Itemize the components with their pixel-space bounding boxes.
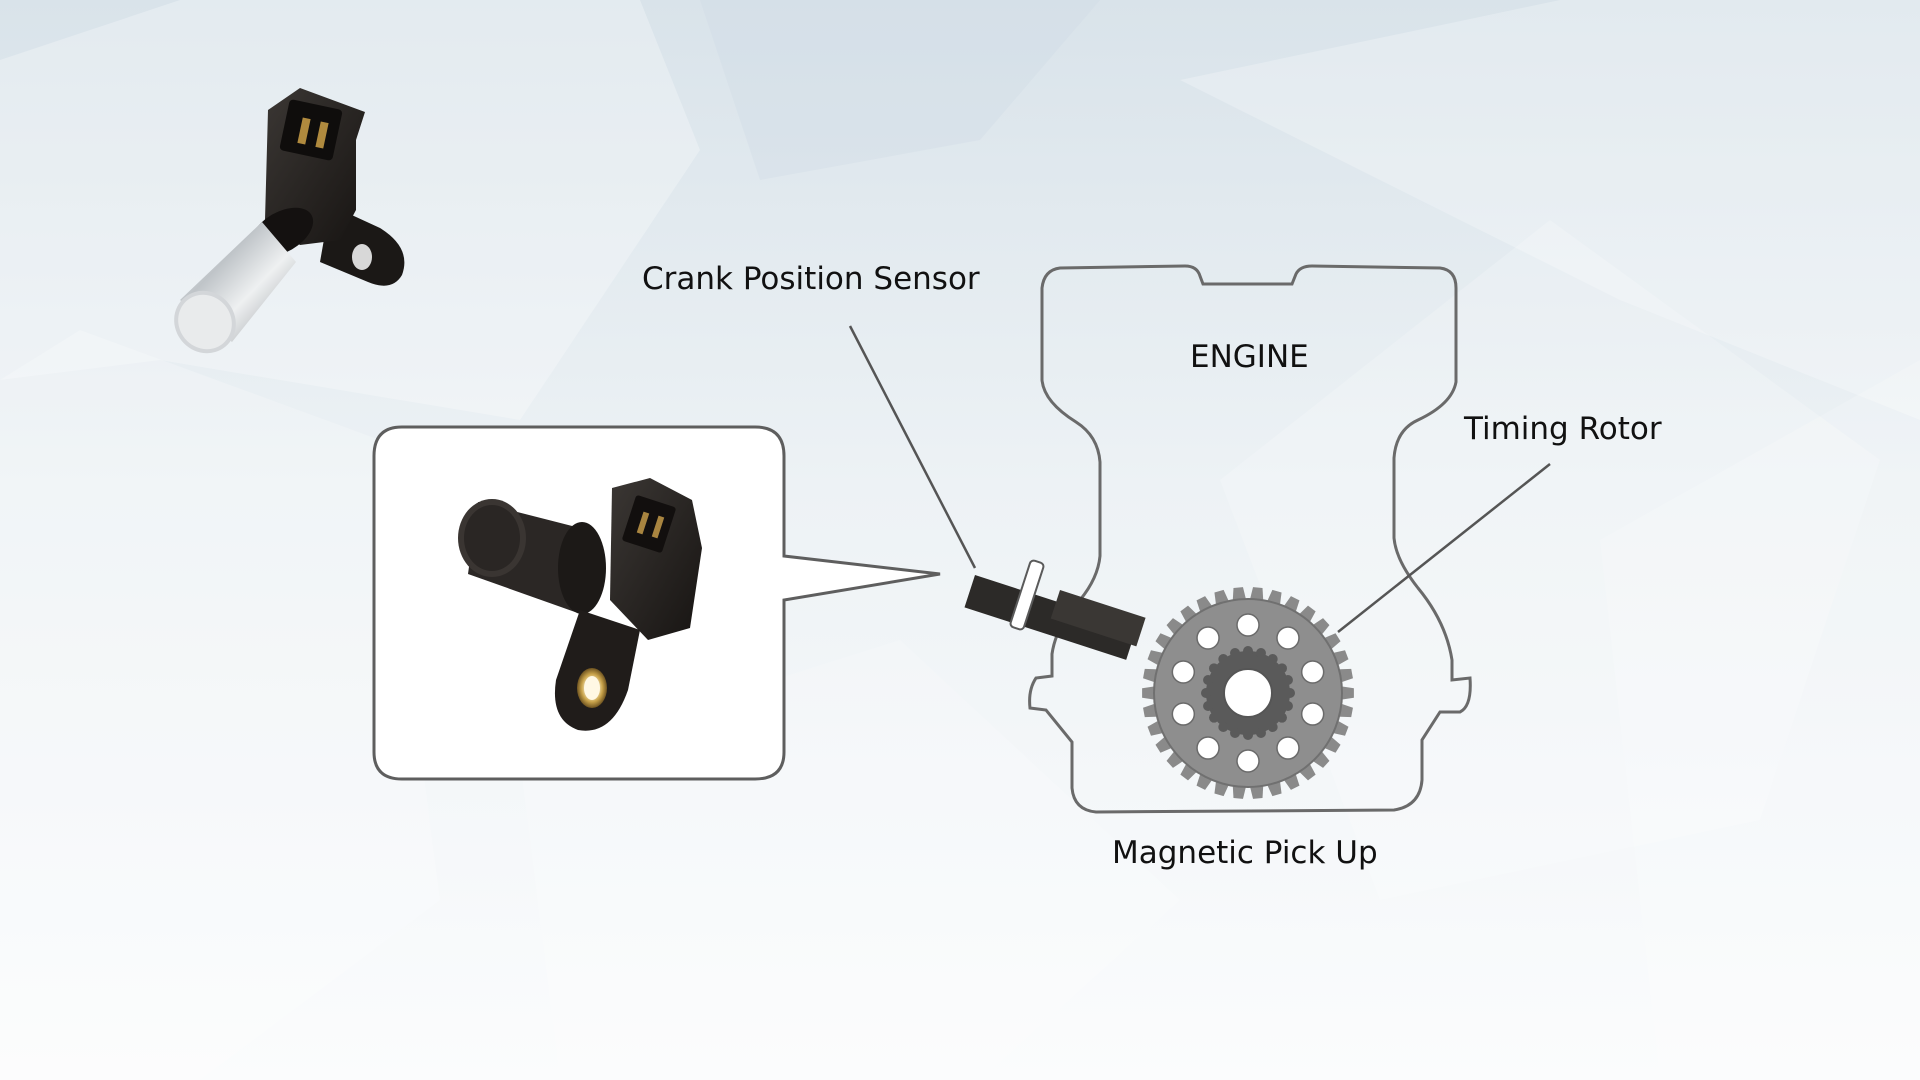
inner-gear-tooth bbox=[1209, 712, 1220, 723]
inner-gear-tooth bbox=[1218, 654, 1229, 665]
inner-gear-tooth bbox=[1203, 700, 1214, 711]
rotor-tooth bbox=[1311, 618, 1330, 637]
engine-outline bbox=[1028, 264, 1472, 814]
crank-position-sensor-label: Crank Position Sensor bbox=[642, 261, 980, 297]
rotor-tooth bbox=[1142, 686, 1157, 700]
inner-gear-tooth bbox=[1285, 688, 1295, 698]
timing-rotor-label: Timing Rotor bbox=[1464, 411, 1662, 447]
rotor-hole bbox=[1276, 736, 1300, 760]
inner-gear-tooth bbox=[1255, 727, 1266, 738]
inner-gear-tooth bbox=[1218, 721, 1229, 732]
rotor-tooth bbox=[1311, 749, 1330, 768]
inner-gear-tooth bbox=[1276, 712, 1287, 723]
rotor-tooth bbox=[1297, 605, 1316, 624]
rotor-hole bbox=[1196, 626, 1220, 650]
timing-rotor-leader-line bbox=[1337, 463, 1551, 633]
engine-label: ENGINE bbox=[1190, 339, 1309, 375]
rotor-tooth bbox=[1180, 605, 1199, 624]
crank-sensor-leader-line bbox=[848, 325, 977, 569]
rotor-tooth bbox=[1322, 735, 1341, 753]
rotor-tooth bbox=[1322, 633, 1341, 651]
inner-gear-tooth bbox=[1203, 675, 1214, 686]
rotor-tooth bbox=[1166, 618, 1185, 637]
inner-gear-tooth bbox=[1230, 727, 1241, 738]
rotor-hole bbox=[1236, 613, 1260, 637]
inner-gear-tooth bbox=[1243, 730, 1253, 740]
rotor-tooth bbox=[1297, 762, 1316, 781]
timing-rotor-icon bbox=[1142, 587, 1354, 799]
inner-gear-tooth bbox=[1230, 648, 1241, 659]
inner-gear-tooth bbox=[1209, 663, 1220, 674]
sensor-rod bbox=[964, 559, 1146, 660]
rotor-hole bbox=[1276, 626, 1300, 650]
inner-gear-tooth bbox=[1201, 688, 1211, 698]
rotor-tooth bbox=[1155, 633, 1174, 651]
inner-gear-tooth bbox=[1267, 721, 1278, 732]
rotor-hole bbox=[1171, 660, 1196, 684]
inner-gear-tooth bbox=[1282, 675, 1293, 686]
rotor-hole bbox=[1300, 660, 1325, 684]
inner-gear-tooth bbox=[1255, 648, 1266, 659]
rotor-tooth bbox=[1180, 762, 1199, 781]
rotor-hole bbox=[1196, 736, 1220, 760]
rotor-hole bbox=[1300, 702, 1325, 726]
sensor-photo-callout-icon bbox=[458, 478, 702, 731]
magnetic-pick-up-label: Magnetic Pick Up bbox=[1112, 835, 1378, 871]
rotor-tooth bbox=[1155, 735, 1174, 753]
rotor-tooth bbox=[1339, 686, 1354, 700]
rotor-hole bbox=[1236, 749, 1260, 773]
inner-gear-tooth bbox=[1267, 654, 1278, 665]
inner-gear-tooth bbox=[1282, 700, 1293, 711]
inner-gear-tooth bbox=[1243, 646, 1253, 656]
rotor-tooth bbox=[1166, 749, 1185, 768]
inner-gear-tooth bbox=[1276, 663, 1287, 674]
sensor-photo-top-icon bbox=[174, 88, 405, 354]
rotor-hole bbox=[1171, 702, 1196, 726]
